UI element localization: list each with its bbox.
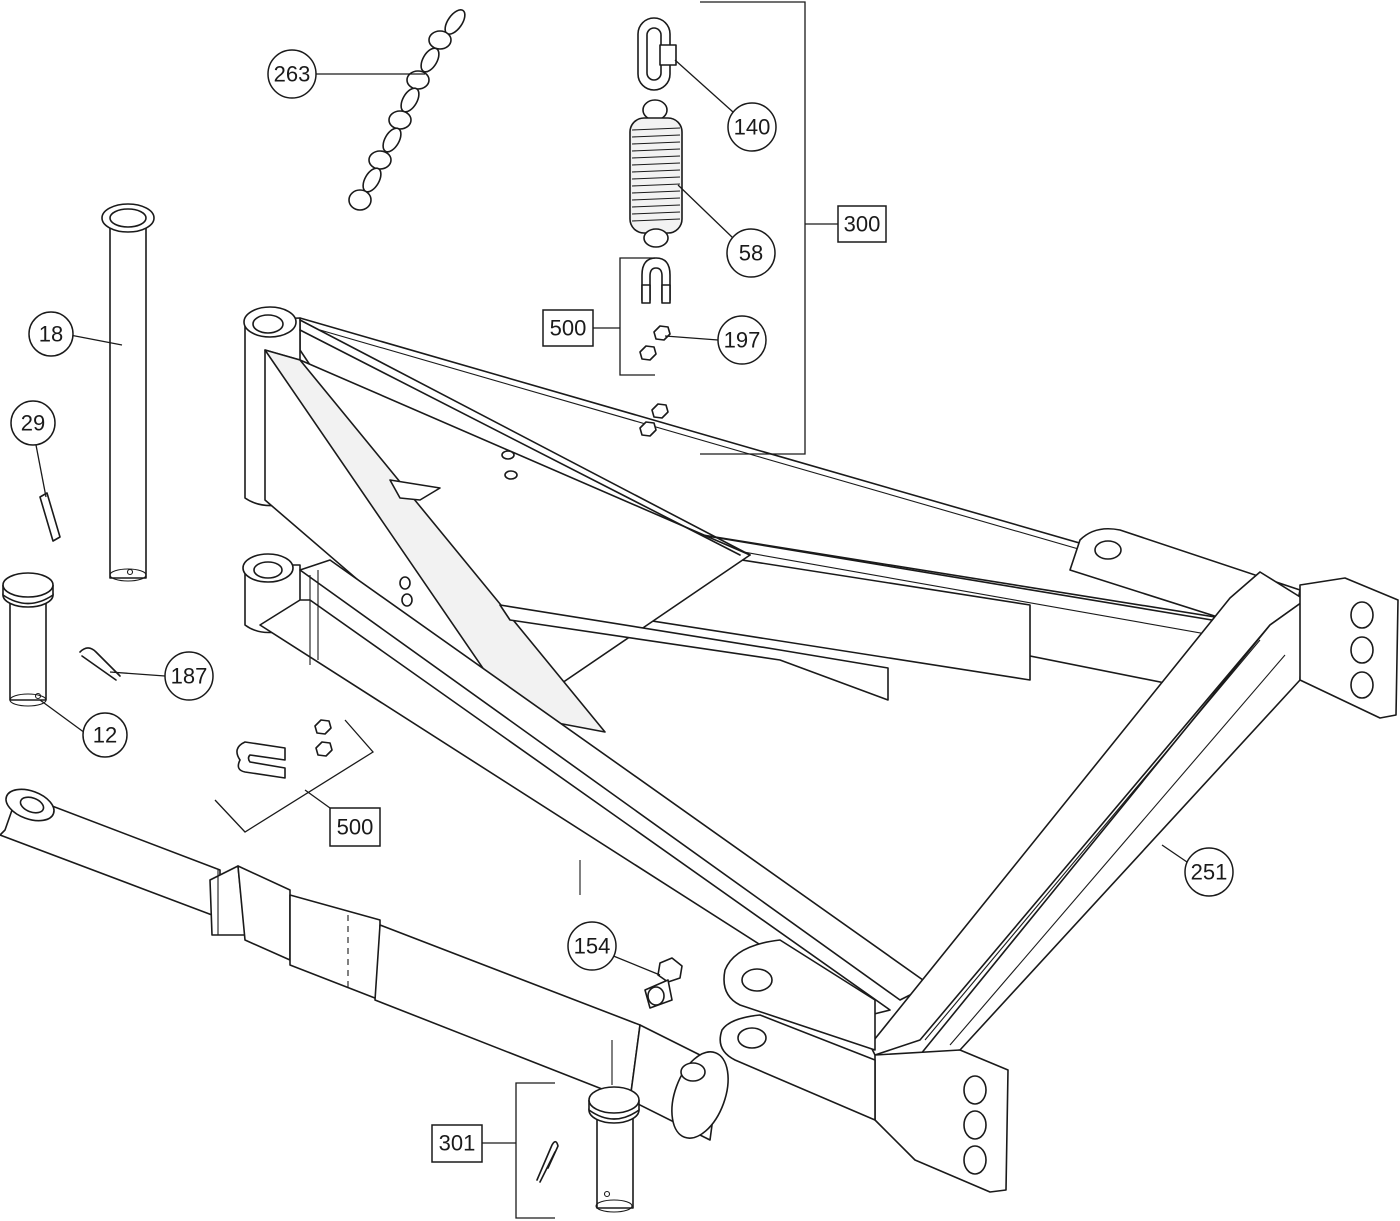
callout-140-label: 140	[734, 115, 771, 140]
callout-29: 29	[10, 400, 56, 446]
grease-fitting	[644, 957, 683, 1009]
callout-500-left: 500	[329, 807, 381, 847]
callout-140: 140	[727, 102, 777, 152]
u-bolt-top	[639, 257, 671, 437]
callout-263: 263	[267, 49, 317, 99]
callout-154-label: 154	[574, 934, 611, 959]
cotter-pin	[79, 647, 121, 681]
callout-29-label: 29	[21, 411, 45, 436]
callout-263-label: 263	[274, 62, 311, 87]
callout-58-label: 58	[739, 241, 763, 266]
clevis-pin	[2, 572, 54, 707]
quick-link	[637, 17, 677, 91]
a-frame	[242, 306, 1399, 1193]
callout-300: 300	[837, 205, 887, 243]
callout-300-label: 300	[844, 212, 881, 237]
callout-187-label: 187	[171, 664, 208, 689]
callout-500-left-label: 500	[337, 815, 374, 840]
callout-187: 187	[164, 651, 214, 701]
callout-18-label: 18	[39, 322, 63, 347]
leader-lines	[35, 1, 1188, 1219]
callout-18: 18	[28, 311, 74, 357]
callout-251: 251	[1184, 847, 1234, 897]
callout-500-top: 500	[542, 309, 594, 347]
callout-197: 197	[717, 315, 767, 365]
chain	[348, 9, 466, 211]
callout-301-label: 301	[439, 1131, 476, 1156]
callout-12: 12	[82, 712, 128, 758]
u-bolt-left	[236, 719, 333, 779]
extension-spring	[629, 99, 683, 248]
hydraulic-cylinder	[0, 788, 729, 1141]
callout-500-top-label: 500	[550, 316, 587, 341]
callout-58: 58	[726, 228, 776, 278]
callout-251-label: 251	[1191, 860, 1228, 885]
long-pin	[101, 203, 155, 582]
pin-kit	[536, 1086, 640, 1213]
callout-154: 154	[567, 921, 617, 971]
roll-pin	[39, 492, 61, 542]
callout-12-label: 12	[93, 723, 117, 748]
callout-197-label: 197	[724, 328, 761, 353]
callout-301: 301	[431, 1124, 483, 1163]
